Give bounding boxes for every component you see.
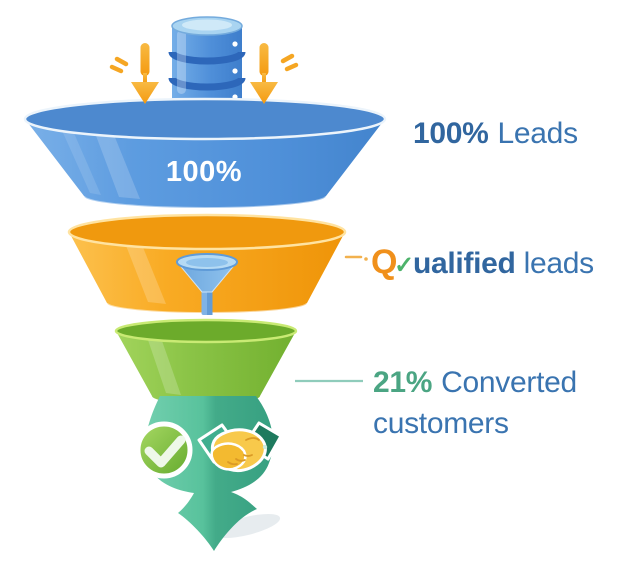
funnel-stage-qualified [67, 213, 347, 315]
check-glyph-icon: ✓ [394, 252, 414, 279]
label-leads-text: Leads [497, 117, 579, 150]
down-arrow-left-icon [131, 43, 159, 104]
label-leads-value: 100% [413, 117, 489, 150]
stage-leads-inline-percent: 100% [165, 156, 243, 188]
check-circle-icon [135, 421, 193, 479]
down-arrow-right-icon [250, 43, 278, 104]
label-converted-text: Converted customers [373, 366, 577, 440]
label-qualified-bold: ualified [412, 247, 516, 280]
label-qualified-initial: Q [371, 243, 398, 281]
funnel-stage-converted [114, 318, 298, 404]
motion-chevrons-left-icon [109, 56, 129, 74]
label-converted-value: 21% [373, 366, 433, 399]
label-qualified-rest: leads [523, 247, 595, 280]
filter-icon [176, 253, 238, 315]
handshake-icon [197, 421, 283, 473]
funnel-stage-leads [23, 97, 387, 209]
label-leads: 100%Leads [413, 114, 578, 154]
label-converted: 21%Converted customers [373, 362, 625, 444]
database-icon [168, 16, 246, 114]
motion-chevrons-right-icon [280, 53, 299, 72]
leader-line-qualified [344, 255, 368, 261]
